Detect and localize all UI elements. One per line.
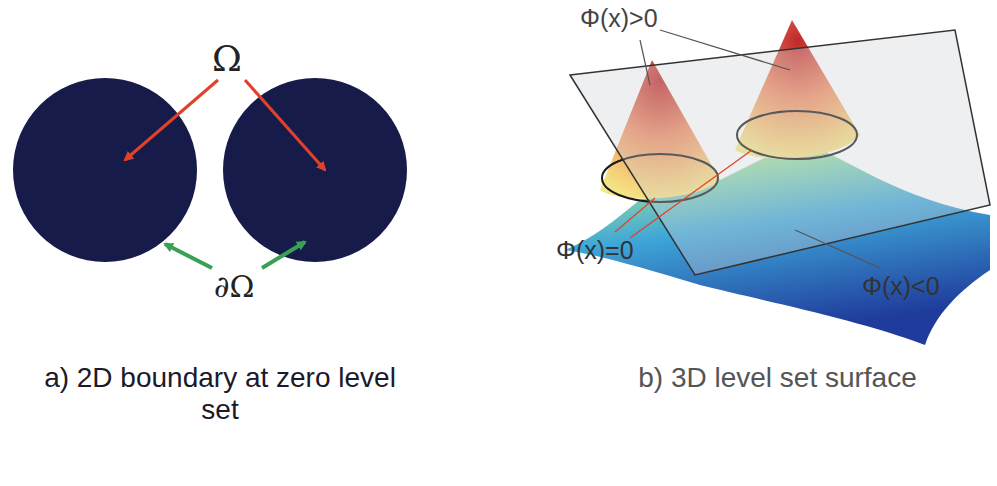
leader-arrow [245,80,325,170]
leader-line [795,230,880,268]
sign-label: Φ(x)=0 [556,236,634,265]
sign-label: Φ(x)>0 [580,4,658,33]
panel-caption: a) 2D boundary at zero level set [25,362,415,426]
panel-caption: b) 3D level set surface [565,362,990,394]
region-circle [13,78,197,262]
leader-arrow [125,80,218,160]
leader-line [660,30,790,70]
leader-arrow [165,244,212,268]
boundary-symbol: ∂Ω [214,270,254,305]
sign-label: Φ(x)<0 [862,272,940,301]
region-circle [223,78,407,262]
leader-arrow [262,242,305,268]
leader-line [615,198,655,232]
region-symbol: Ω [212,38,242,79]
leader-line [640,40,650,85]
leader-line [630,150,752,238]
